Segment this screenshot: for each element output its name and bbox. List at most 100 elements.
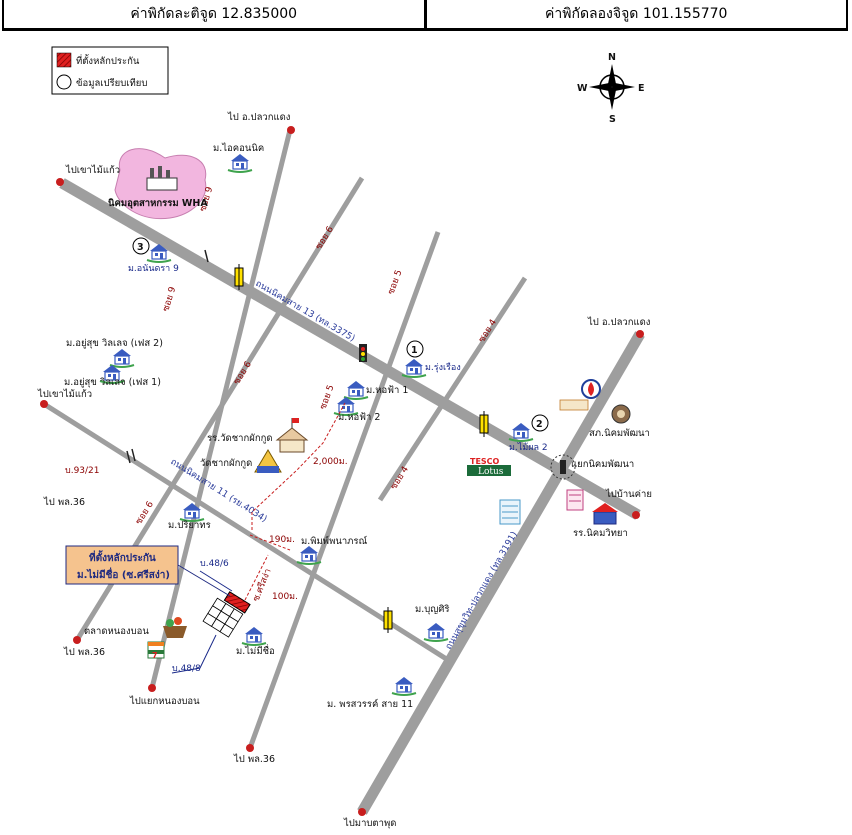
label-school-wat: รร.วัดชากผักกูด — [207, 433, 273, 444]
building-icon — [566, 489, 584, 511]
svg-text:7: 7 — [152, 651, 158, 660]
legend-comparable-label: ข้อมูลเปรียบเทียบ — [76, 77, 147, 89]
road-label-sukhumvit: ถนนสุขุมวิท-ปลวกแดง (ทล.3191) — [443, 530, 520, 652]
label-pimpanaporn: ม.พิมพ์พนาภรณ์ — [301, 535, 368, 547]
house-icon — [423, 622, 449, 642]
label-to-nongbon: ไปแยกหนองบอน — [129, 695, 200, 707]
comparable-marker-3 — [132, 237, 150, 255]
traffic-light-icon — [234, 263, 244, 291]
road-sukhumvit-pluakdaeng — [357, 331, 645, 815]
road-label-soi-9b: ซอย 9 — [161, 285, 178, 312]
arrow-to-pluakdaeng-right — [636, 330, 644, 338]
road-end-arrows — [40, 126, 644, 816]
arrow-to-pluakdaeng — [287, 126, 295, 134]
distance-190: 190ม. — [269, 535, 295, 545]
legend-comparable-swatch — [56, 74, 72, 90]
compass-rose-icon: N S E W — [577, 52, 645, 125]
label-to-ph36-left: ไป พล.36 — [43, 496, 85, 508]
legend-site-label: ที่ตั้งหลักประกัน — [76, 54, 140, 67]
arrow-to-khaomaikaeo-2 — [40, 400, 48, 408]
arrow-to-ph36-left — [73, 636, 81, 644]
bridge-icon — [204, 249, 209, 263]
lotus-text: Lotus — [478, 467, 504, 477]
shop-sign-icon — [559, 399, 589, 411]
marker-3-label: 3 — [137, 242, 144, 253]
subject-property — [202, 591, 251, 638]
label-hofah2: ม.หอฟ้า 2 — [338, 412, 380, 423]
label-yusuk1: ม.อยู่สุข วิลเลจ (เฟส 1) — [64, 377, 161, 388]
longitude-value: ค่าพิกัดลองจิจูด 101.155770 — [423, 0, 848, 28]
market-basket-icon — [163, 617, 187, 638]
road-soi-4 — [377, 276, 528, 502]
house-icon — [401, 358, 427, 378]
label-maipon2: ม.ไม้ผล 2 — [509, 442, 548, 453]
label-to-pluakdaeng-right: ไป อ.ปลวกแดง — [587, 316, 650, 328]
nikhom-school-icon — [592, 503, 618, 525]
label-rungruang: ม.รุ่งเรือง — [425, 362, 461, 373]
coordinate-bar: ค่าพิกัดละติจูด 12.835000 ค่าพิกัดลองจิจ… — [2, 0, 848, 31]
callout-line-2: ม.ไม่มีชื่อ (ซ.ศรีสง่า) — [77, 567, 170, 581]
arrow-to-banchang — [632, 511, 640, 519]
pointer-b488 — [171, 634, 217, 674]
road-label-soi-5a: ซอย 5 — [386, 269, 404, 296]
temple-icon — [254, 449, 282, 473]
road-soi-5 — [247, 231, 441, 749]
distance-2000: 2,000ม. — [313, 457, 348, 467]
label-hofah1: ม.หอฟ้า 1 — [366, 385, 408, 396]
school-icon — [275, 418, 309, 453]
tesco-lotus-logo: TESCO Lotus — [467, 456, 511, 477]
tesco-text: TESCO — [470, 457, 500, 466]
traffic-signal-icon — [359, 344, 367, 362]
route-100 — [244, 554, 269, 601]
label-iconic: ม.ไอคอนนิค — [213, 142, 264, 154]
label-phornsawan11: ม. พรสวรรค์ สาย 11 — [327, 698, 413, 710]
building-icon — [499, 499, 521, 525]
label-nongbon-market: ตลาดหนองบอน — [84, 626, 149, 637]
label-pariyathon: ม.ปริยาทร — [168, 520, 211, 531]
label-nikhom-school: รร.นิคมวิทยา — [573, 528, 628, 539]
legend-site-swatch — [56, 52, 72, 68]
label-nikhom-junction: แยกนิคมพัฒนา — [571, 459, 634, 470]
arrow-to-nongbon — [148, 684, 156, 692]
label-yusuk2: ม.อยู่สุข วิลเลจ (เฟส 2) — [66, 338, 163, 349]
main-roads — [59, 178, 645, 815]
label-wha-estate: นิคมอุตสาหกรรม WHA — [108, 198, 208, 209]
police-station-icon — [611, 404, 631, 424]
junction-signal-icon — [550, 454, 576, 480]
traffic-light-icon — [383, 606, 393, 634]
distance-100: 100ม. — [272, 592, 298, 602]
label-to-khaomaikaeo-2: ไปเขาไม้แก้ว — [37, 388, 92, 400]
house-icon — [391, 676, 417, 696]
label-b486: บ.48/6 — [200, 559, 229, 569]
compass-s: S — [609, 114, 616, 125]
house-icon — [227, 153, 253, 173]
road-label-soi-6a: ซอย 6 — [314, 225, 336, 252]
ptt-station-icon — [581, 379, 601, 399]
arrow-to-mabtaphut — [358, 808, 366, 816]
factory-icon — [146, 166, 178, 191]
road-label-soi-4a: ซอย 4 — [477, 318, 499, 345]
label-to-pluakdaeng: ไป อ.ปลวกแดง — [227, 111, 290, 123]
house-icon — [343, 380, 369, 400]
marker-2-label: 2 — [536, 419, 543, 430]
comparable-marker-2 — [531, 414, 549, 432]
compass-e: E — [638, 83, 645, 94]
callout-line-1: ที่ตั้งหลักประกัน — [89, 550, 156, 564]
pointer-b486 — [199, 570, 233, 592]
label-anankra9: ม.อนันดรา 9 — [128, 264, 179, 274]
comparable-marker-1 — [406, 340, 424, 358]
route-190 — [249, 534, 291, 551]
traffic-light-icon — [479, 410, 489, 438]
label-b488: บ.48/8 — [172, 664, 201, 674]
subject-site-plot — [223, 591, 251, 614]
label-to-khaomaikaeo: ไปเขาไม้แก้ว — [65, 164, 120, 176]
legend: ที่ตั้งหลักประกัน ข้อมูลเปรียบเทียบ — [51, 46, 169, 95]
arrow-to-ph36-bottom — [246, 744, 254, 752]
label-bunsiri: ม.บุญศิริ — [415, 604, 450, 615]
marker-1-label: 1 — [411, 345, 418, 356]
compass-w: W — [577, 83, 588, 94]
road-label-nikhom-13: ถนนนิคมสาย 13 (ทล.3375) — [254, 278, 357, 344]
seven-eleven-icon: 7 — [147, 641, 165, 660]
label-to-banchang: ไปบ้านค่าย — [605, 488, 652, 500]
